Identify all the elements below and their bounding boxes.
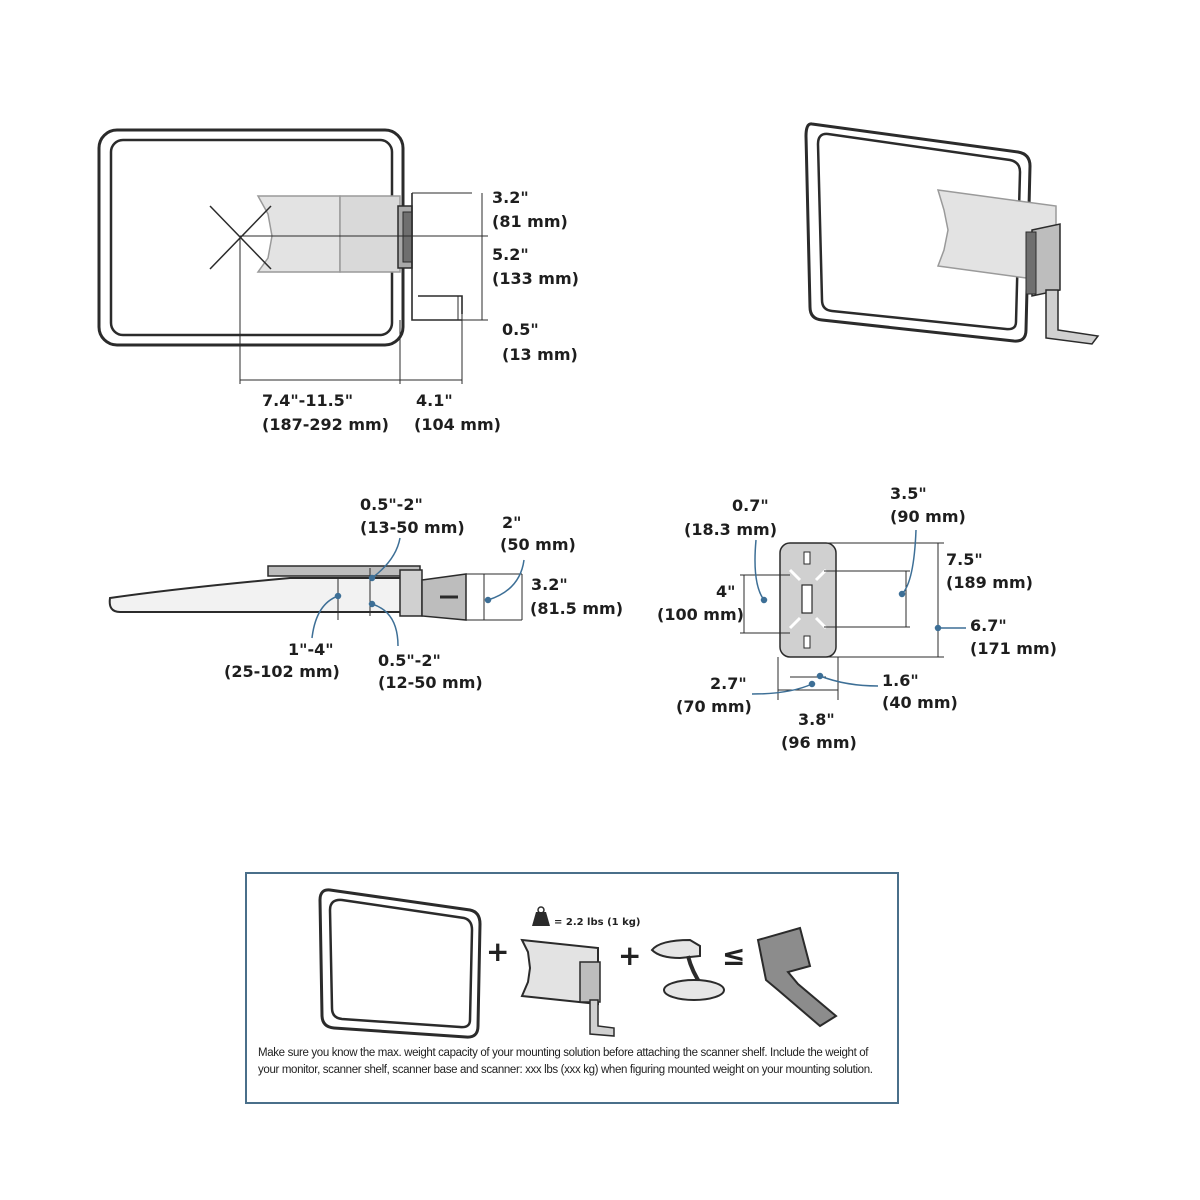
panel-monitor-inner <box>328 898 474 1029</box>
dim-label-reach: 7.4"-11.5" <box>262 391 354 410</box>
plate-slot-top <box>803 551 811 565</box>
plate-dot-a <box>760 596 768 604</box>
plate-callout-g <box>819 675 879 687</box>
dim-label-width-mm: (50 mm) <box>500 535 576 554</box>
dim-label-h-mm: (96 mm) <box>781 733 857 752</box>
dim-label-a: 0.7" <box>732 496 769 515</box>
callout-clamp-top <box>371 537 401 579</box>
dim-label-f: 2.7" <box>710 674 747 693</box>
plate-slot-4 <box>814 616 828 630</box>
callout-dot-4 <box>368 600 376 608</box>
dim-label-clamp-top-mm: (13-50 mm) <box>360 518 465 537</box>
plate-slot-3 <box>788 616 802 630</box>
dim-label-c: 7.5" <box>946 550 983 569</box>
panel-monitor-outer <box>318 888 482 1039</box>
callout-dot-3 <box>334 592 342 600</box>
dim-label-d-mm: (100 mm) <box>657 605 744 624</box>
dim-label-depth-mm: (104 mm) <box>414 415 501 434</box>
plate-dot-e <box>934 624 942 632</box>
dim-label-a-mm: (18.3 mm) <box>684 520 778 539</box>
plate-view-callouts <box>751 529 966 695</box>
callout-width <box>487 559 525 601</box>
plate-slot-1 <box>788 568 802 582</box>
weight-label: = 2.2 lbs (1 kg) <box>554 917 641 928</box>
dim-label-top-mm: (81 mm) <box>492 212 568 231</box>
plate-dot-b <box>898 590 906 598</box>
dim-label-reach-mm: (187-292 mm) <box>262 415 389 434</box>
less-equal-sign: ≤ <box>722 939 746 972</box>
dim-label-b: 3.5" <box>890 484 927 503</box>
callout-dot-1 <box>368 574 376 582</box>
dim-label-d: 4" <box>716 582 736 601</box>
dim-label-clamp-bot: 0.5"-2" <box>378 651 441 670</box>
rear-clamp-block <box>339 195 401 273</box>
plate-view-drawing <box>740 542 944 700</box>
plate-center-slot <box>801 584 813 614</box>
plate-callout-b <box>901 529 917 595</box>
mount-arm-icon <box>756 926 838 1028</box>
dim-label-g-mm: (40 mm) <box>882 693 958 712</box>
perspective-foot <box>1045 289 1100 345</box>
shelf-tray <box>108 577 411 613</box>
dim-label-shelf: 1"-4" <box>288 640 334 659</box>
plate-dot-g <box>816 672 824 680</box>
front-view-drawing <box>97 128 488 384</box>
plate-slot-bottom <box>803 635 811 649</box>
panel-bracket <box>520 938 615 1037</box>
side-view-drawing <box>108 565 523 621</box>
scanner-base-icon <box>650 938 725 1001</box>
perspective-monitor-inner <box>816 132 1022 331</box>
dim-label-mid-mm: (133 mm) <box>492 269 579 288</box>
plate-callout-a <box>754 539 765 601</box>
dim-label-h: 3.8" <box>798 710 835 729</box>
callout-dot-2 <box>484 596 492 604</box>
dim-label-clamp-top: 0.5"-2" <box>360 495 423 514</box>
perspective-bracket-face <box>1025 231 1037 295</box>
dim-label-e: 6.7" <box>970 616 1007 635</box>
dim-label-small: 0.5" <box>502 320 539 339</box>
dim-label-height-mm: (81.5 mm) <box>530 599 624 618</box>
dim-label-b-mm: (90 mm) <box>890 507 966 526</box>
dim-label-e-mm: (171 mm) <box>970 639 1057 658</box>
dim-label-small-mm: (13 mm) <box>502 345 578 364</box>
perspective-view-drawing <box>804 122 1100 345</box>
dim-label-height: 3.2" <box>531 575 568 594</box>
dim-label-mid: 5.2" <box>492 245 529 264</box>
plus-sign-2: + <box>618 939 642 972</box>
callout-shelf <box>311 595 339 639</box>
plus-sign-1: + <box>486 935 510 968</box>
perspective-monitor-outer <box>804 122 1032 343</box>
side-view-callouts <box>311 537 525 647</box>
dim-label-shelf-mm: (25-102 mm) <box>224 662 340 681</box>
plate-slot-2 <box>814 568 828 582</box>
dim-label-depth: 4.1" <box>416 391 453 410</box>
dim-label-g: 1.6" <box>882 671 919 690</box>
dim-label-top: 3.2" <box>492 188 529 207</box>
dim-label-f-mm: (70 mm) <box>676 697 752 716</box>
bracket-frame <box>411 193 462 321</box>
weight-icon <box>532 906 550 926</box>
capacity-note: Make sure you know the max. weight capac… <box>258 1047 873 1076</box>
plate-dot-f <box>808 680 816 688</box>
dim-label-width: 2" <box>502 513 522 532</box>
plate-callout-f <box>751 683 813 695</box>
dim-label-c-mm: (189 mm) <box>946 573 1033 592</box>
callout-clamp-bot <box>371 603 399 647</box>
dim-label-clamp-bot-mm: (12-50 mm) <box>378 673 483 692</box>
